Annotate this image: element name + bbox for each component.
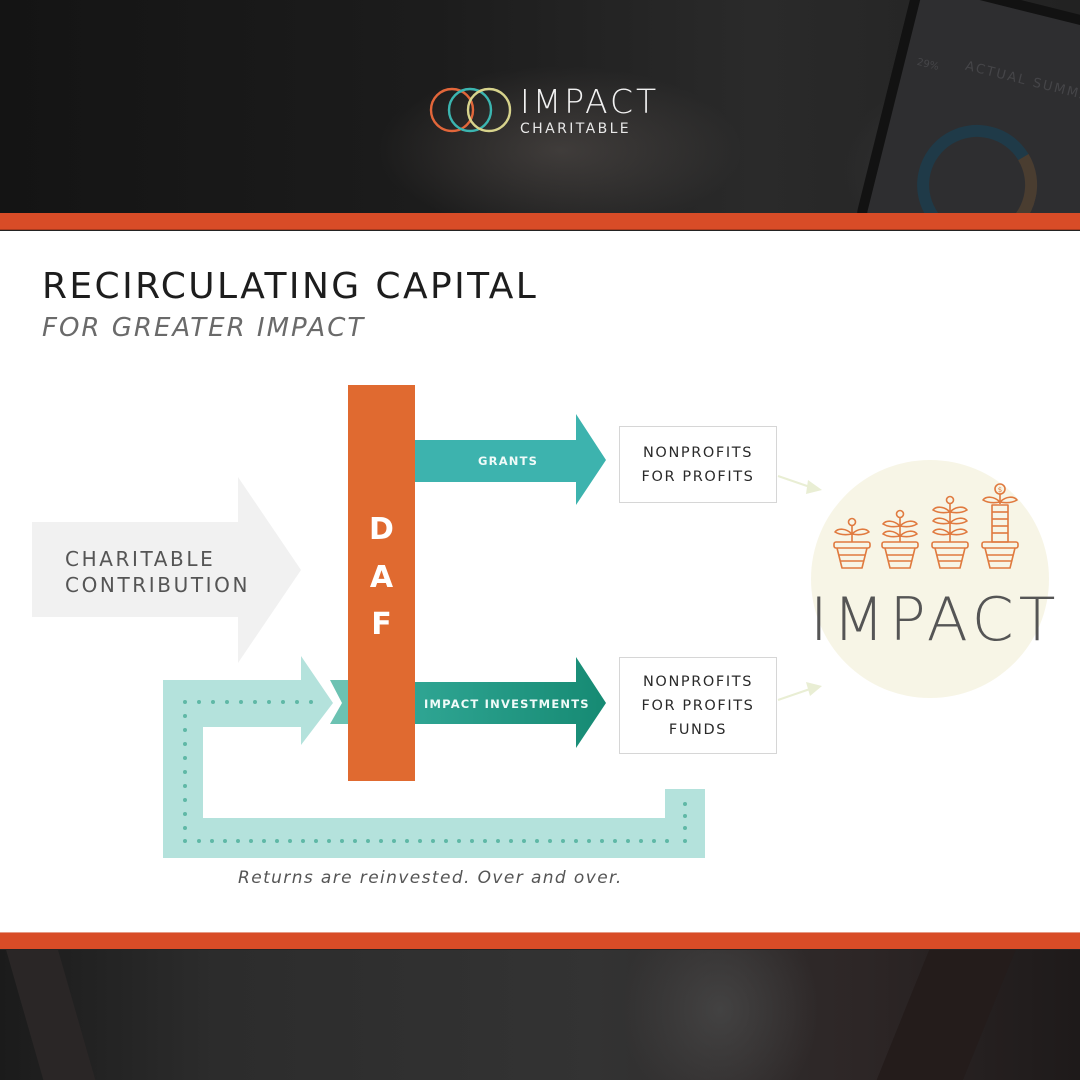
page-title: RECIRCULATING CAPITAL (42, 266, 539, 307)
plant-pot-icon (881, 509, 919, 569)
recipient-funds: FUNDS (668, 721, 728, 738)
page-subtitle: FOR GREATER IMPACT (42, 313, 366, 343)
impact-label: IMPACT (810, 585, 1061, 655)
recipient-for-profits: FOR PROFITS (641, 468, 755, 485)
bottom-accent-stripe (0, 932, 1080, 949)
caption: Returns are reinvested. Over and over. (238, 868, 623, 888)
recirculation-loop (163, 656, 705, 858)
impact-investments-label: IMPACT INVESTMENTS (424, 697, 590, 711)
top-accent-stripe (0, 213, 1080, 230)
logo-rings-icon (428, 82, 516, 138)
contribution-line-1: CHARITABLE (65, 547, 216, 571)
logo-title: IMPACT (520, 81, 660, 121)
tall-plant-pot-icon (931, 495, 969, 569)
header-background-photo: 29% ACTUAL SUMMARY (0, 0, 1080, 214)
daf-bar (348, 385, 415, 781)
impact-circle (811, 460, 1049, 698)
footer-background-photo (0, 950, 1080, 1080)
grants-arrow (414, 414, 606, 505)
recipient-nonprofits: NONPROFITS (642, 673, 754, 690)
sprout-pot-icon (833, 517, 871, 569)
impact-investments-arrow (414, 657, 606, 748)
contribution-arrow (32, 477, 301, 663)
recipient-for-profits: FOR PROFITS (641, 697, 755, 714)
contribution-label: CHARITABLE CONTRIBUTION (65, 546, 250, 598)
grants-recipients-box: NONPROFITS FOR PROFITS (619, 426, 777, 503)
logo-subtitle: CHARITABLE (520, 120, 632, 137)
connector-arrows (777, 475, 822, 701)
daf-letter-a: A (369, 560, 394, 595)
coin-stack-pot-icon: $ (981, 483, 1019, 569)
recipient-nonprofits: NONPROFITS (642, 444, 754, 461)
grants-label: GRANTS (478, 454, 539, 468)
impact-charitable-logo: IMPACT CHARITABLE (428, 82, 659, 138)
daf-letter-d: D (369, 512, 394, 547)
daf-letter-f: F (371, 607, 392, 642)
investments-recipients-box: NONPROFITS FOR PROFITS FUNDS (619, 657, 777, 754)
svg-text:$: $ (998, 486, 1002, 494)
plant-growth-icons: $ (833, 483, 1019, 569)
contribution-line-2: CONTRIBUTION (65, 573, 251, 597)
